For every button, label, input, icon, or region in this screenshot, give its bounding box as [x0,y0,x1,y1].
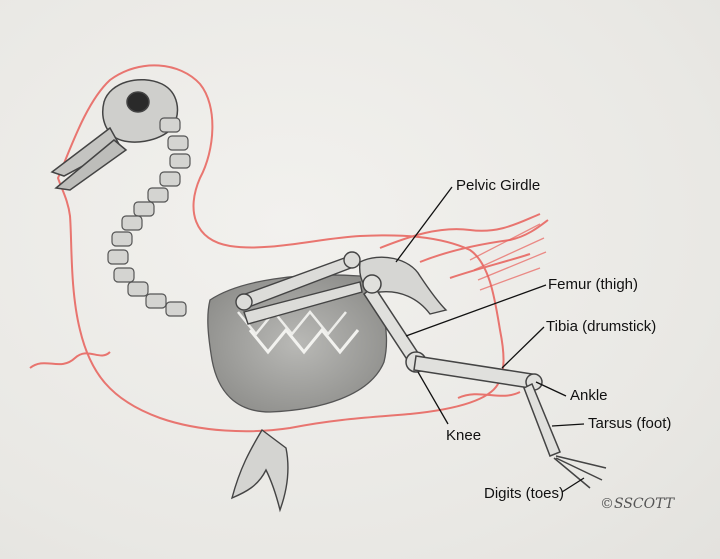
label-tibia: Tibia (drumstick) [546,318,657,335]
leg-bones [362,274,607,489]
leader-pelvic-girdle [395,186,453,263]
artist-signature: ©SSCOTT [600,496,675,512]
label-knee: Knee [446,427,482,444]
leader-digits [561,477,585,493]
leader-lines [395,186,585,493]
neck-vertebrae [107,117,191,317]
wing-bones [235,251,363,325]
label-femur: Femur (thigh) [548,276,639,293]
leader-femur [405,284,547,337]
label-tarsus: Tarsus (foot) [588,415,672,432]
leader-ankle [535,381,567,397]
ribcage [207,274,388,413]
leader-tarsus [551,423,585,427]
skull [50,79,179,191]
label-digits: Digits (toes) [484,485,565,502]
label-pelvic-girdle: Pelvic Girdle [456,177,541,194]
label-ankle: Ankle [570,387,608,404]
webbed-foot [230,428,289,513]
tail-feathers [469,223,547,291]
leader-tibia [501,326,545,369]
leader-knee [417,371,449,425]
